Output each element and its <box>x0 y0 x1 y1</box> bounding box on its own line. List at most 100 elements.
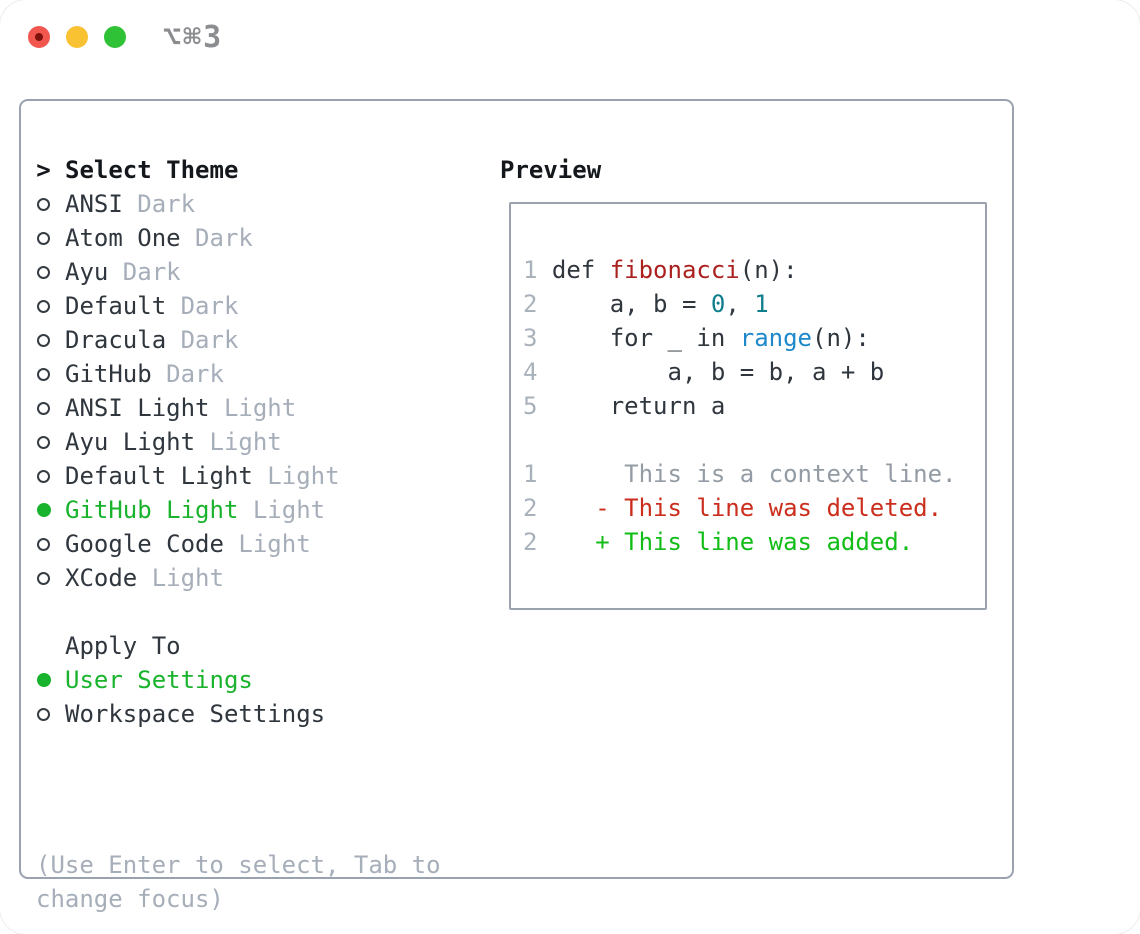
preview-line: 2 - This line was deleted. <box>523 491 985 525</box>
preview-line: 2 a, b = 0, 1 <box>523 287 985 321</box>
preview-line: 2 + This line was added. <box>523 525 985 559</box>
theme-option-ansi[interactable]: ANSI Dark <box>36 187 340 221</box>
preview-title: Preview <box>500 156 602 184</box>
radio-icon <box>37 401 50 415</box>
line-number: 5 <box>523 392 552 420</box>
theme-name: GitHub <box>65 360 152 388</box>
code-segment-code: (n): <box>739 256 798 284</box>
code-segment-builtin: range <box>739 324 812 352</box>
apply-option-user-settings[interactable]: User Settings <box>36 663 340 697</box>
theme-variant-badge: Light <box>252 462 340 490</box>
line-number: 2 <box>523 290 552 318</box>
theme-variant-badge: Dark <box>122 190 196 218</box>
theme-variant-badge: Dark <box>166 326 239 354</box>
keyboard-hint: (Use Enter to select, Tab to change focu… <box>36 851 441 913</box>
minimize-button[interactable] <box>66 26 88 48</box>
line-number: 2 <box>523 494 552 522</box>
code-segment-code: a, b = <box>551 290 711 318</box>
apply-to-label: Apply To <box>65 632 181 660</box>
maximize-button[interactable] <box>104 26 126 48</box>
theme-variant-badge: Light <box>137 564 224 592</box>
code-segment-num: 1 <box>754 290 769 318</box>
radio-icon <box>37 367 50 381</box>
radio-icon <box>37 333 50 347</box>
preview-line <box>523 423 985 457</box>
theme-option-ayu-light[interactable]: Ayu Light Light <box>36 425 340 459</box>
preview-line: 1 def fibonacci(n): <box>523 253 985 287</box>
select-theme-header: > Select Theme <box>36 153 340 187</box>
theme-name: Atom One <box>65 224 181 252</box>
preview-line: 1 This is a context line. <box>523 457 985 491</box>
radio-icon <box>37 299 50 313</box>
line-number: 1 <box>523 460 552 488</box>
radio-icon <box>37 231 50 245</box>
close-dot-icon <box>35 33 43 41</box>
theme-variant-badge: Light <box>209 394 297 422</box>
theme-name: ANSI <box>65 190 123 218</box>
close-button[interactable] <box>28 26 50 48</box>
theme-option-ayu[interactable]: Ayu Dark <box>36 255 340 289</box>
code-segment-added: + This line was added. <box>551 528 914 556</box>
theme-name: ANSI Light <box>65 394 210 422</box>
line-number: 4 <box>523 358 552 386</box>
cursor-arrow-icon: > <box>36 156 51 184</box>
theme-option-google-code[interactable]: Google Code Light <box>36 527 340 561</box>
apply-option-label: User Settings <box>65 666 253 694</box>
theme-option-default-light[interactable]: Default Light Light <box>36 459 340 493</box>
apply-option-workspace-settings[interactable]: Workspace Settings <box>36 697 340 731</box>
radio-icon <box>37 197 50 211</box>
theme-option-github-light[interactable]: GitHub Light Light <box>36 493 340 527</box>
theme-option-xcode[interactable]: XCode Light <box>36 561 340 595</box>
apply-option-label: Workspace Settings <box>65 700 326 728</box>
theme-variant-badge: Dark <box>151 360 224 388</box>
code-segment-code: return a <box>551 392 726 420</box>
line-number: 3 <box>523 324 552 352</box>
theme-variant-badge: Dark <box>180 224 253 252</box>
select-theme-label: Select Theme <box>65 156 239 184</box>
preview-line: 5 return a <box>523 389 985 423</box>
radio-selected-icon <box>36 503 51 517</box>
apply-to-header: Apply To <box>36 629 340 663</box>
theme-name: Default Light <box>65 462 253 490</box>
radio-selected-icon <box>36 673 51 687</box>
code-segment-func: fibonacci <box>609 256 740 284</box>
theme-name: Ayu Light <box>65 428 196 456</box>
code-segment-code: for _ in <box>551 324 740 352</box>
spacer-row <box>36 595 340 629</box>
theme-name: Default <box>65 292 167 320</box>
theme-variant-badge: Dark <box>166 292 239 320</box>
radio-icon <box>37 707 50 721</box>
preview-line: 4 a, b = b, a + b <box>523 355 985 389</box>
code-segment-deleted: - This line was deleted. <box>551 494 943 522</box>
radio-icon <box>37 469 50 483</box>
theme-option-atom-one[interactable]: Atom One Dark <box>36 221 340 255</box>
theme-variant-badge: Light <box>223 530 311 558</box>
code-segment-code: (n): <box>812 324 870 352</box>
radio-icon <box>37 435 50 449</box>
theme-variant-badge: Light <box>238 496 326 524</box>
line-number: 2 <box>523 528 552 556</box>
code-segment-code: a, b = b, a + b <box>551 358 885 386</box>
radio-icon <box>37 537 50 551</box>
theme-name: GitHub Light <box>65 496 239 524</box>
title-bar: ⌥⌘3 <box>0 0 1140 74</box>
theme-name: Ayu <box>65 258 109 286</box>
line-number: 1 <box>523 256 552 284</box>
code-segment-num: 0 <box>710 290 726 318</box>
code-segment-code: , <box>725 290 755 318</box>
theme-variant-badge: Light <box>195 428 282 456</box>
window-title: ⌥⌘3 <box>163 20 224 55</box>
preview-line: 3 for _ in range(n): <box>523 321 985 355</box>
theme-option-dracula[interactable]: Dracula Dark <box>36 323 340 357</box>
theme-name: Dracula <box>65 326 167 354</box>
theme-name: Google Code <box>65 530 224 558</box>
radio-icon <box>37 571 50 585</box>
theme-option-default[interactable]: Default Dark <box>36 289 340 323</box>
code-segment-code: def <box>551 256 610 284</box>
code-segment-context: This is a context line. <box>551 460 957 488</box>
theme-option-ansi-light[interactable]: ANSI Light Light <box>36 391 340 425</box>
theme-option-github[interactable]: GitHub Dark <box>36 357 340 391</box>
